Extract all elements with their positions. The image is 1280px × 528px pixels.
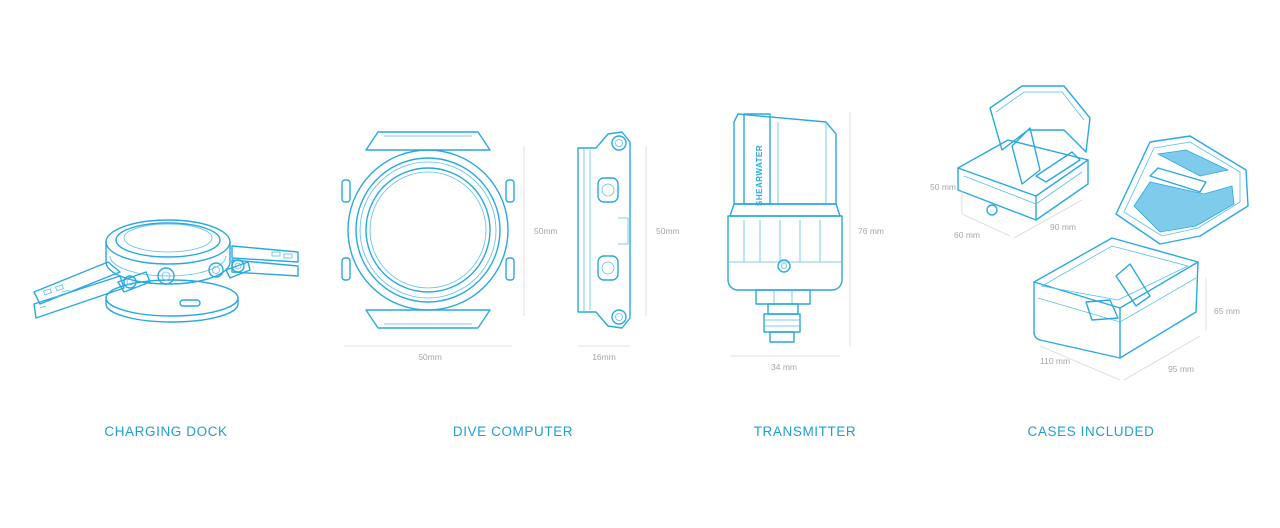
computer-depth-dimension: 16mm — [592, 352, 616, 362]
small-case-depth-dimension: 60 mm — [954, 230, 980, 240]
dive-computer-side-illustration — [577, 131, 647, 347]
transmitter-width-dimension: 34 mm — [771, 362, 797, 372]
transmitter-illustration — [727, 112, 851, 357]
large-case-depth-dimension: 110 mm — [1040, 356, 1070, 366]
large-case-illustration — [1033, 135, 1249, 381]
transmitter-label: TRANSMITTER — [753, 424, 857, 439]
charging-dock-label: CHARGING DOCK — [104, 424, 228, 439]
small-case-width-dimension: 90 mm — [1050, 222, 1076, 232]
transmitter-brand-text: SHEARWATER — [755, 145, 764, 206]
small-case-height-dimension: 50 mm — [930, 182, 956, 192]
computer-width-dimension: 50mm — [418, 352, 442, 362]
transmitter-height-dimension: 76 mm — [858, 226, 884, 236]
dive-computer-label: DIVE COMPUTER — [452, 424, 574, 439]
charging-dock-illustration — [33, 219, 299, 323]
large-case-height-dimension: 65 mm — [1214, 306, 1240, 316]
computer-height-front-dimension: 50mm — [534, 226, 558, 236]
dive-computer-front-illustration — [341, 131, 525, 347]
cases-included-label: CASES INCLUDED — [1027, 424, 1155, 439]
computer-height-side-dimension: 50mm — [656, 226, 680, 236]
large-case-width-dimension: 95 mm — [1168, 364, 1194, 374]
small-case-illustration — [957, 85, 1091, 239]
